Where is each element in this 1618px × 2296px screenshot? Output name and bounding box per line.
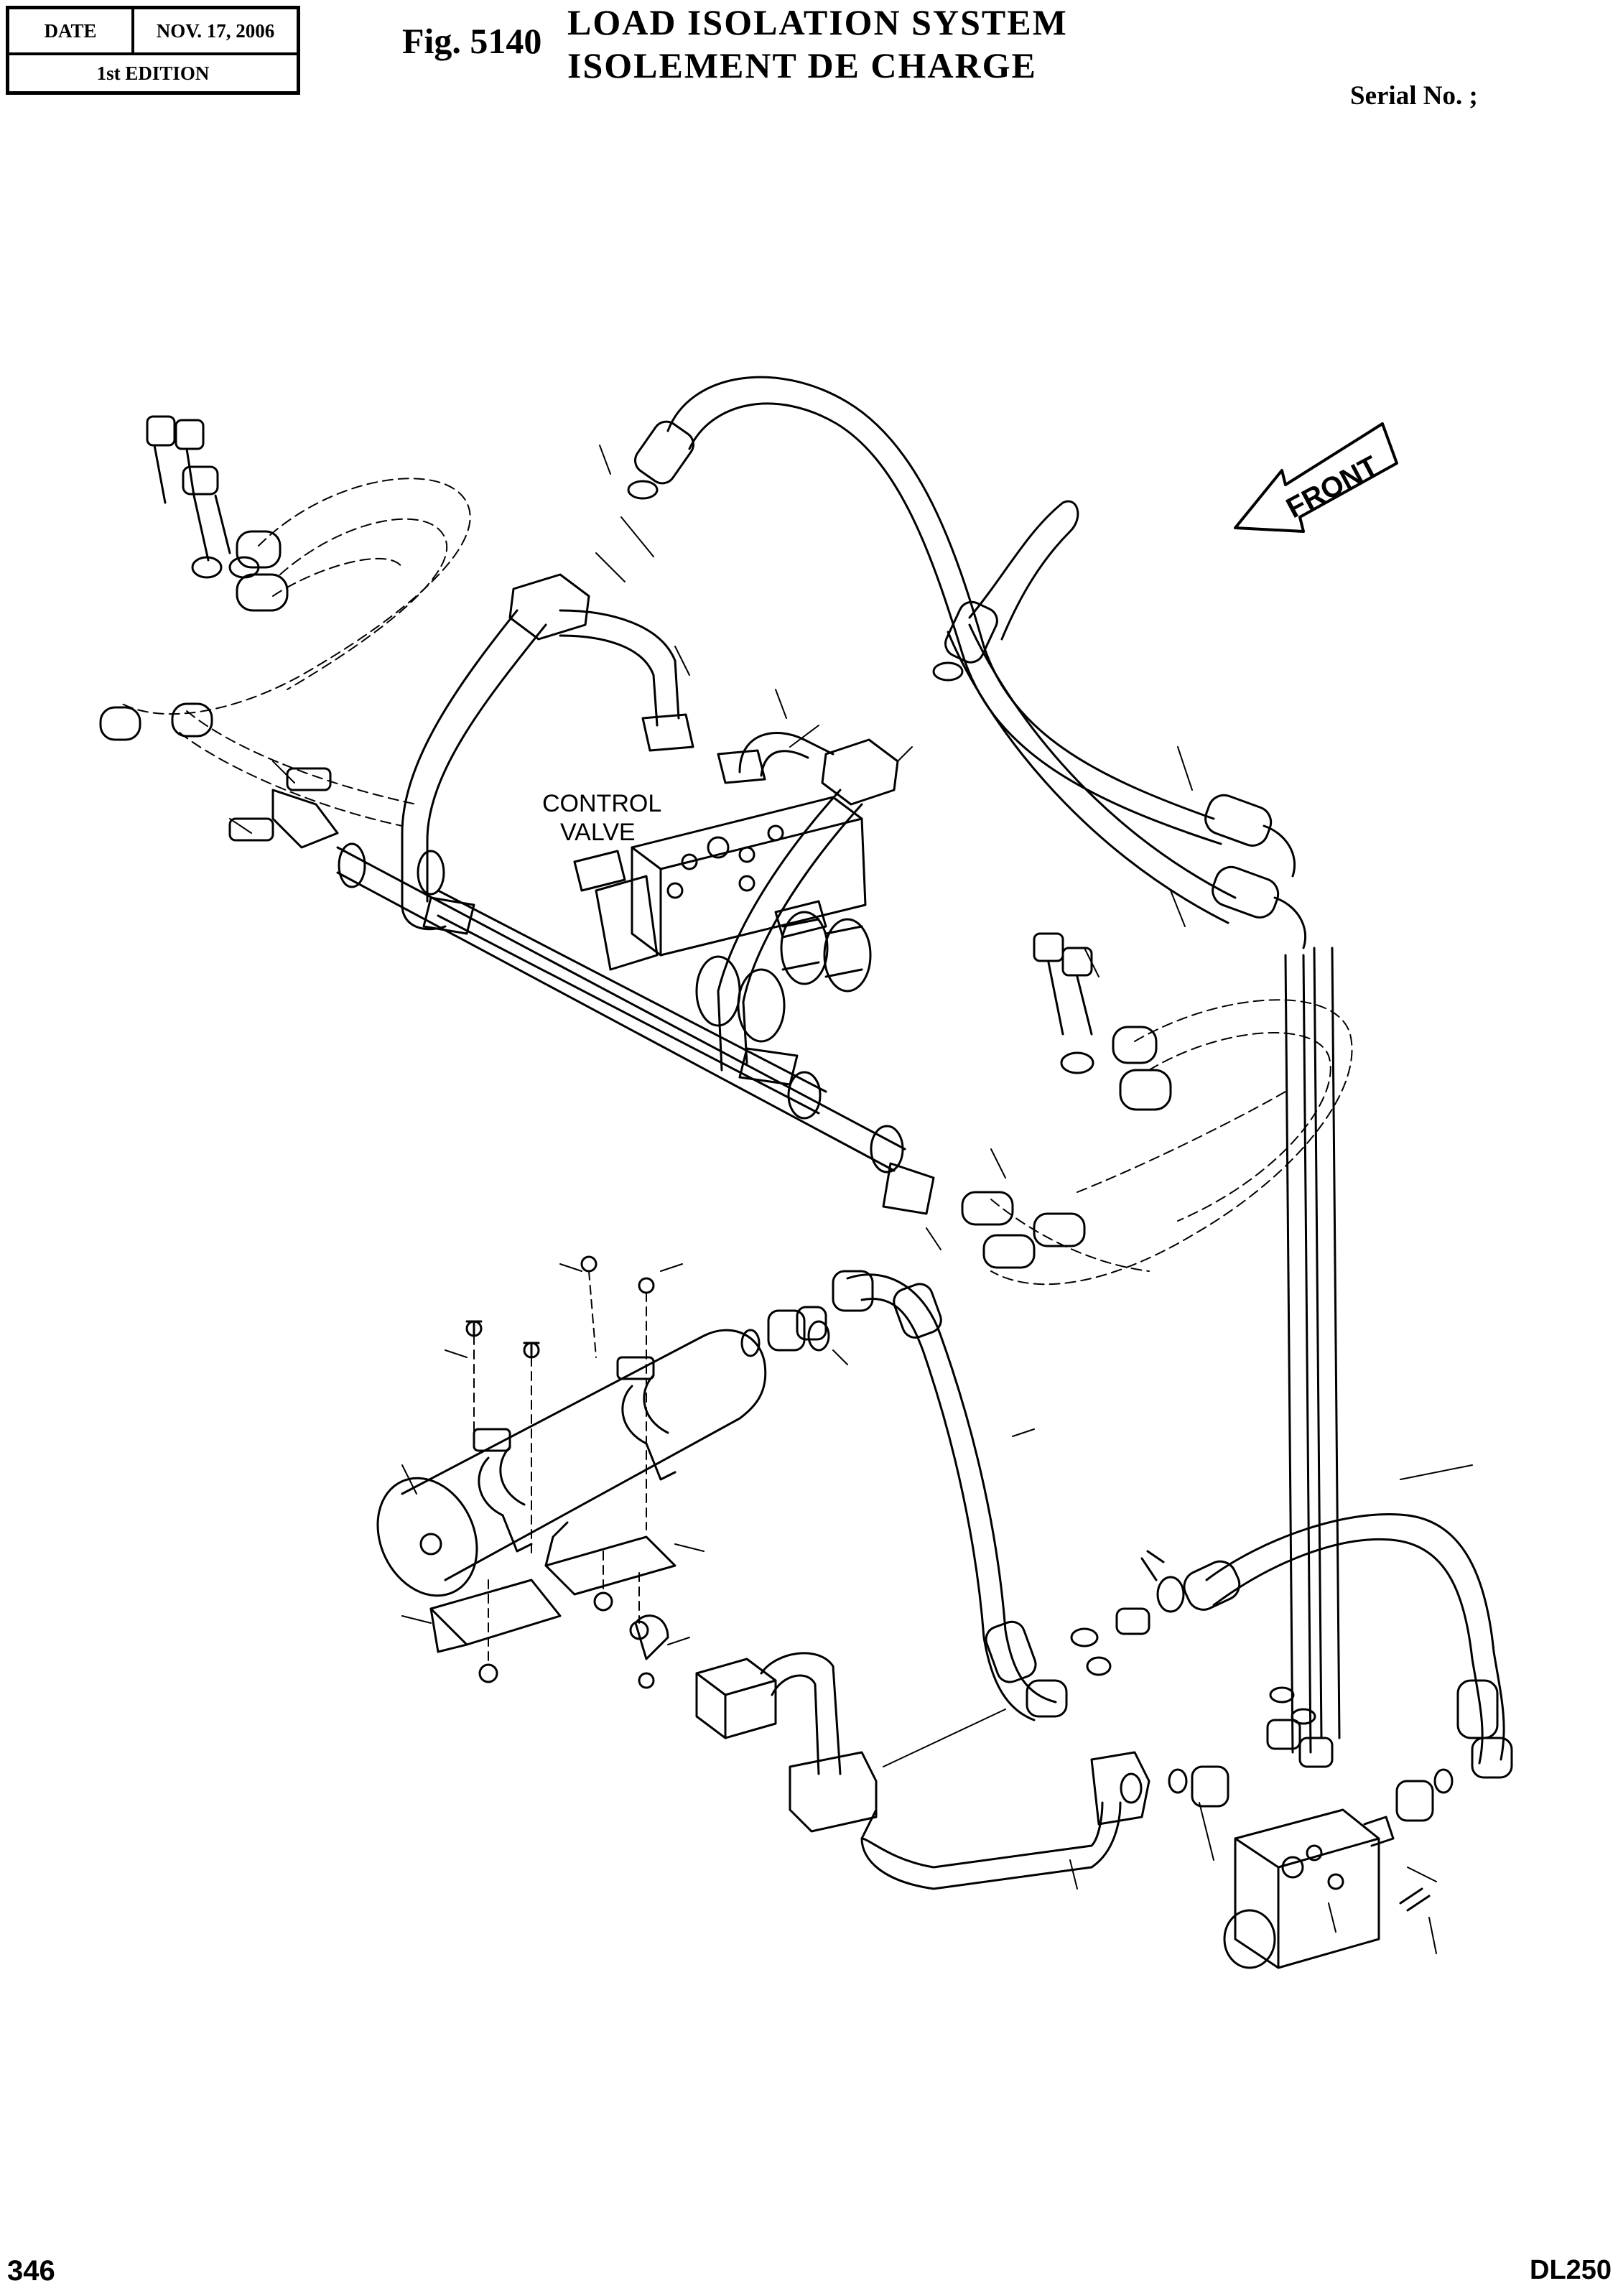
title-english: LOAD ISOLATION SYSTEM — [567, 2, 1068, 42]
date-value: NOV. 17, 2006 — [156, 19, 275, 42]
vertical-tube-lines — [1284, 947, 1341, 1754]
front-arrow — [1234, 422, 1398, 533]
control-valve-label-line2: VALVE — [560, 819, 636, 846]
accumulator-outlet-fittings — [740, 1306, 830, 1357]
lower-middle-hose — [832, 1270, 1068, 1721]
lower-left-pipe — [695, 1652, 1150, 1890]
accumulator-bolts — [465, 1255, 669, 1689]
lower-right-hose — [1156, 1512, 1513, 1779]
date-label: DATE — [9, 9, 134, 52]
control-valve — [573, 796, 872, 1043]
edition-date-box: DATE NOV. 17, 2006 1st EDITION — [6, 6, 300, 95]
pipe-blocks-and-flanges — [338, 573, 904, 1173]
left-upper-fittings — [99, 415, 339, 849]
lower-valve-small-parts — [1070, 1550, 1454, 1912]
accumulator — [376, 1329, 767, 1597]
control-valve-label-line1: CONTROL — [542, 790, 661, 817]
model-code: DL250 — [1530, 2255, 1612, 2285]
edition-label: 1st EDITION — [96, 62, 210, 84]
front-label: FRONT — [1281, 450, 1383, 525]
left-phantom-hoses — [121, 478, 471, 827]
accumulator-brackets — [429, 1521, 677, 1653]
figure-number: Fig. 5140 — [402, 21, 542, 61]
upper-pipe-assembly — [336, 609, 906, 1172]
load-isolation-valve — [1223, 1808, 1395, 1969]
right-fittings — [882, 932, 1172, 1269]
upper-hose-loop — [666, 376, 1237, 924]
right-phantom-hoses — [990, 999, 1353, 1286]
title-french: ISOLEMENT DE CHARGE — [567, 45, 1037, 85]
accumulator-phantom-lines — [473, 1270, 647, 1667]
page-number: 346 — [7, 2255, 55, 2287]
leader-lines — [229, 445, 1473, 1954]
upper-hose-fittings — [627, 420, 1307, 949]
serial-number-label: Serial No. ; — [1350, 81, 1478, 111]
